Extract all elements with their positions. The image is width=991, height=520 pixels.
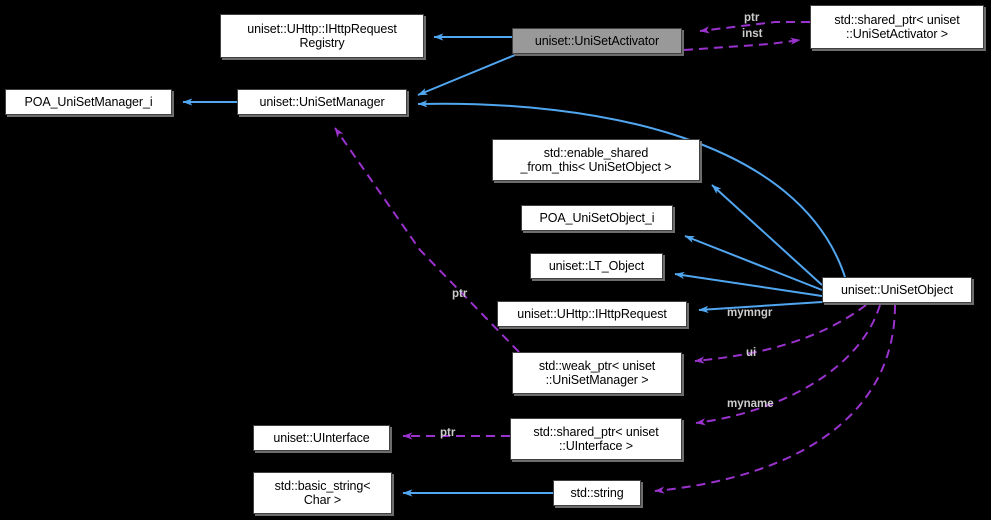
edge-label-ptr-manager: ptr [452, 288, 468, 300]
edge-object-to-string [654, 304, 896, 494]
edge-object-to-sharedptr-ui [695, 304, 881, 426]
usage-edges [334, 21, 896, 494]
node-ihttprequest[interactable]: uniset::UHttp::IHttpRequest [497, 301, 687, 327]
node-unisetactivator[interactable]: uniset::UniSetActivator [512, 28, 682, 54]
node-weakptr-unisetmanager[interactable]: std::weak_ptr< uniset ::UniSetManager > [512, 352, 682, 394]
edge-label-ui: ui [746, 347, 757, 359]
node-sharedptr-uinterface[interactable]: std::shared_ptr< uniset ::UInterface > [510, 418, 682, 460]
edge-weakptr-to-manager [334, 127, 520, 353]
node-unisetmanager[interactable]: uniset::UniSetManager [237, 89, 407, 115]
edge-sharedptr-to-activator [699, 21, 810, 34]
inheritance-edges [182, 33, 846, 497]
node-unisetobject[interactable]: uniset::UniSetObject [822, 277, 972, 303]
edge-activator-to-sharedptr [683, 37, 801, 51]
edge-activator-to-manager [417, 54, 516, 96]
edge-object-to-enable-shared [711, 184, 823, 286]
node-lt-object[interactable]: uniset::LT_Object [530, 253, 663, 279]
edge-label-ptr-uinterface: ptr [440, 427, 456, 439]
node-std-string[interactable]: std::string [553, 480, 641, 506]
node-poa-unisetmanager-i[interactable]: POA_UniSetManager_i [5, 89, 172, 115]
edge-label-ptr-activator: ptr [744, 12, 760, 24]
node-enable-shared-from-this[interactable]: std::enable_shared _from_this< UniSetObj… [492, 139, 700, 181]
edge-object-to-weakptr [694, 304, 867, 364]
node-uinterface[interactable]: uniset::UInterface [253, 425, 390, 451]
node-basic-string[interactable]: std::basic_string< Char > [253, 472, 392, 514]
node-ihttprequestregistry[interactable]: uniset::UHttp::IHttpRequest Registry [220, 14, 424, 58]
edge-label-myname: myname [727, 398, 774, 410]
edge-label-mymngr: mymngr [727, 307, 773, 319]
edge-label-inst-activator: inst [742, 28, 763, 40]
node-sharedptr-unisetactivator[interactable]: std::shared_ptr< uniset ::UniSetActivato… [810, 5, 984, 49]
edge-object-to-poa-object [684, 235, 823, 291]
edge-object-to-manager [417, 100, 846, 278]
edge-object-to-ihttprequest [698, 301, 823, 313]
node-poa-unisetobject-i[interactable]: POA_UniSetObject_i [521, 205, 673, 231]
edge-object-to-lt-object [674, 271, 823, 297]
